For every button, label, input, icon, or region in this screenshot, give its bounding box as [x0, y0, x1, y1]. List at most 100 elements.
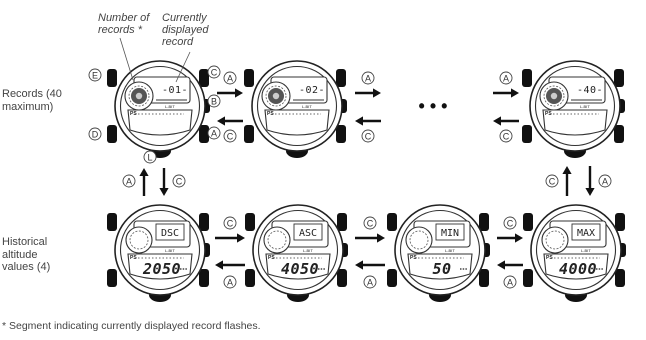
button-c: C	[363, 216, 377, 230]
side-button	[336, 125, 346, 143]
side-button	[199, 213, 209, 231]
lbit-mark: L-BIT	[581, 248, 591, 253]
side-button	[614, 69, 624, 87]
button-a: A	[499, 71, 513, 85]
watch-record-2: -02-PSL-BIT	[244, 60, 347, 158]
lbit-mark: L-BIT	[165, 248, 175, 253]
arrow-next-to-record-2	[355, 116, 381, 126]
button-badge	[499, 71, 513, 85]
button-c: C	[223, 129, 237, 143]
button-letter: B	[211, 96, 217, 106]
arrow-max-to-min	[497, 260, 523, 270]
button-badge	[122, 174, 136, 188]
button-badge	[361, 71, 375, 85]
mode-box	[435, 223, 465, 241]
side-button	[199, 269, 209, 287]
arrow-min-to-asc	[355, 260, 385, 270]
mode-text: MAX	[577, 228, 595, 239]
button-c: C	[172, 174, 186, 188]
arrow-dsc-to-asc	[215, 233, 245, 243]
ring-gauge-segments	[128, 85, 150, 107]
side-button	[337, 269, 347, 287]
ring-gauge-segments	[129, 230, 149, 250]
button-letter: C	[211, 67, 218, 77]
lbit-mark: L-BIT	[445, 248, 455, 253]
historical-row-label: Historical altitude values (4)	[2, 236, 51, 273]
arrow-head	[515, 233, 523, 243]
currently-displayed-record-label: Currently displayed record	[162, 12, 209, 48]
side-button	[615, 213, 625, 231]
arrow-head	[493, 116, 501, 126]
altitude-value-text: 4000	[559, 260, 597, 278]
ring-gauge-segments	[265, 85, 287, 107]
arrow-record-2-to-1	[217, 116, 243, 126]
arrow-asc-to-min	[355, 233, 385, 243]
button-badge	[207, 94, 221, 108]
button-a: A	[503, 275, 517, 289]
button-badge	[172, 174, 186, 188]
button-badge	[361, 129, 375, 143]
arrow-record-1-to-2	[217, 88, 243, 98]
arrow-prev-to-record-40	[493, 88, 519, 98]
button-letter: A	[503, 73, 509, 83]
ring-gauge-center	[550, 92, 558, 100]
button-letter: C	[507, 218, 514, 228]
arrow-head	[355, 116, 363, 126]
button-e: E	[88, 68, 102, 82]
button-letter: A	[367, 277, 373, 287]
button-badge	[598, 174, 612, 188]
button-a: A	[223, 71, 237, 85]
button-badge	[499, 129, 513, 143]
mode-box	[571, 223, 601, 241]
mode-text: ASC	[299, 228, 317, 239]
side-button	[522, 69, 532, 87]
button-letter: A	[602, 176, 608, 186]
button-letter: C	[365, 131, 372, 141]
leader-line	[175, 51, 191, 83]
side-button	[336, 69, 346, 87]
button-badge	[363, 275, 377, 289]
button-c: C	[361, 129, 375, 143]
arrow-record-40-to-max	[585, 166, 595, 196]
button-badge	[223, 216, 237, 230]
ring-gauge-segments	[543, 85, 565, 107]
button-badge	[207, 65, 221, 79]
ring-gauge-center	[135, 92, 143, 100]
arrow-record-2-to-next	[355, 88, 381, 98]
ps-mark: PS	[130, 255, 137, 261]
ring-gauge-segments	[409, 230, 429, 250]
button-letter: A	[227, 277, 233, 287]
side-button	[523, 213, 533, 231]
button-letter: A	[365, 73, 371, 83]
ps-mark: PS	[410, 255, 417, 261]
mode-box	[293, 223, 323, 241]
arrow-head	[377, 233, 385, 243]
button-letter: L	[147, 152, 152, 162]
arrow-min-to-max	[497, 233, 523, 243]
side-button	[107, 213, 117, 231]
side-button	[107, 125, 117, 143]
side-button	[614, 125, 624, 143]
side-button	[522, 125, 532, 143]
side-button	[387, 269, 397, 287]
side-button	[244, 69, 254, 87]
arrow-head	[235, 88, 243, 98]
side-button	[387, 213, 397, 231]
side-button	[244, 125, 254, 143]
button-a: A	[361, 71, 375, 85]
button-letter: A	[126, 176, 132, 186]
button-letter: C	[367, 218, 374, 228]
button-letter: C	[227, 218, 234, 228]
button-badge	[143, 150, 157, 164]
arrow-head	[373, 88, 381, 98]
button-a: A	[223, 275, 237, 289]
side-button	[615, 269, 625, 287]
arrow-head	[355, 260, 363, 270]
side-button	[199, 69, 209, 87]
lbit-mark: L-BIT	[303, 248, 313, 253]
records-row-label: Records (40 maximum)	[2, 88, 62, 113]
arrow-asc-to-dsc	[215, 260, 245, 270]
